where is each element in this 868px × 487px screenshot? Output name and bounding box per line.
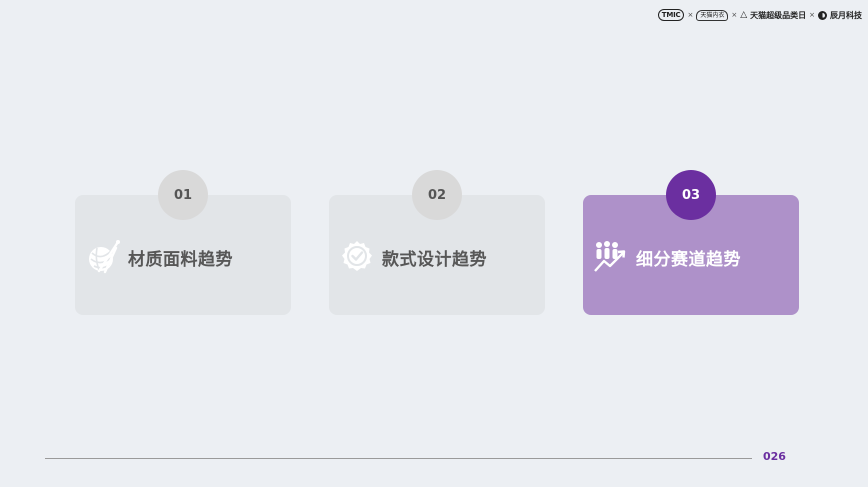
section-title: 材质面料趋势: [128, 250, 233, 270]
people-growth-icon: [594, 241, 626, 272]
separator: ×: [731, 11, 738, 19]
triangle-logo-icon: △: [740, 10, 748, 20]
separator: ×: [687, 11, 694, 19]
separator: ×: [809, 11, 815, 19]
section-title: 款式设计趋势: [382, 250, 487, 270]
chenyue-logo-icon: [818, 10, 827, 20]
yarn-ball-icon: [89, 240, 120, 274]
chenyue-logo-text: 辰月科技: [830, 10, 862, 20]
section-number-badge: 03: [666, 170, 716, 220]
section-number-badge: 01: [158, 170, 208, 220]
section-title: 细分赛道趋势: [636, 250, 741, 270]
page-number: 026: [763, 450, 786, 463]
footer-divider: [45, 458, 752, 459]
section-card-segment[interactable]: 03 细分赛道趋势: [583, 170, 799, 315]
tmall-underwear-logo: 天猫内衣: [696, 9, 729, 21]
tmic-logo: TMIC: [657, 9, 685, 21]
section-card-fabric[interactable]: 01 材质面料趋势: [75, 170, 291, 315]
tmall-super-category-day-logo: 天猫超级品类日: [750, 10, 807, 20]
section-card-style-design[interactable]: 02 款式设计趋势: [329, 170, 545, 315]
brand-logo-bar: TMIC × 天猫内衣 × △ 天猫超级品类日 × 辰月科技: [657, 7, 862, 23]
check-badge-icon: [342, 241, 372, 271]
section-number-badge: 02: [412, 170, 462, 220]
